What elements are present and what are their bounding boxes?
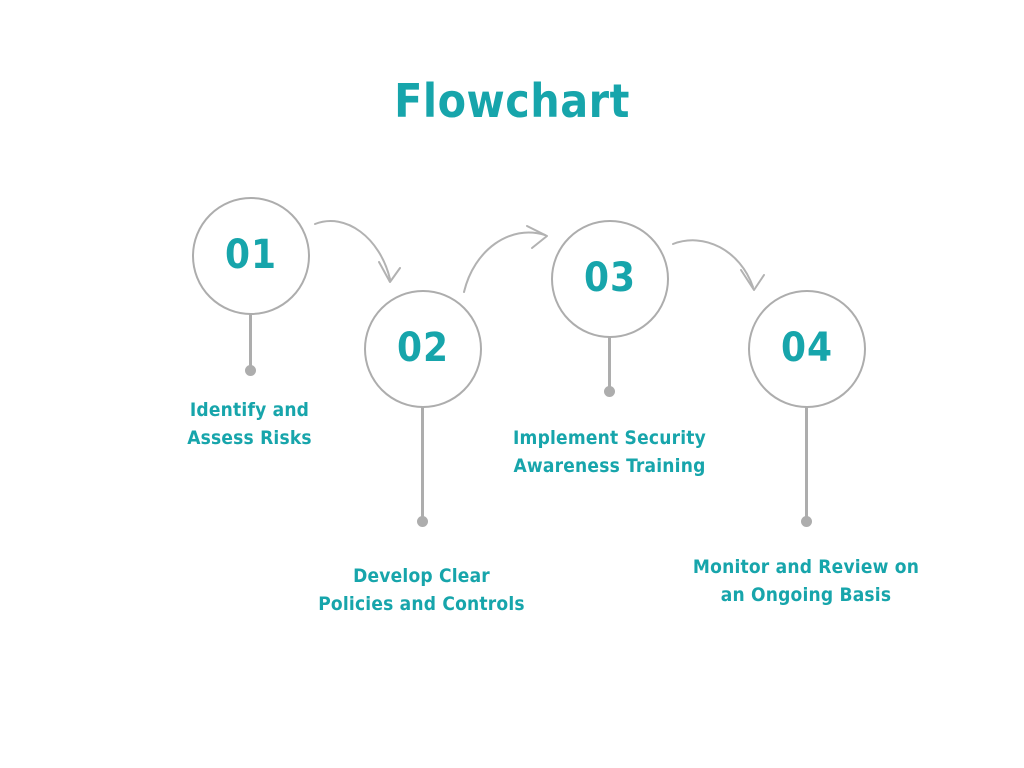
- page-title: Flowchart: [394, 74, 630, 128]
- stem-dot-03: [604, 386, 615, 397]
- arrow-02-to-03: [463, 225, 548, 293]
- node-number-01: 01: [224, 232, 278, 278]
- node-circle-04[interactable]: 04: [748, 290, 866, 408]
- node-circle-01[interactable]: 01: [192, 197, 310, 315]
- node-circle-03[interactable]: 03: [551, 220, 669, 338]
- stem-dot-02: [417, 516, 428, 527]
- node-number-04: 04: [780, 325, 834, 371]
- arrow-03-to-04: [672, 239, 765, 291]
- node-label-04-line1: Monitor and Review on: [692, 556, 920, 578]
- arrow-01-to-02: [314, 220, 401, 283]
- stem-02: [421, 404, 424, 523]
- node-label-03: Implement Security Awareness Training: [488, 425, 731, 480]
- node-label-02: Develop Clear Policies and Controls: [299, 563, 544, 618]
- node-number-02: 02: [396, 325, 450, 371]
- node-label-01: Identify and Assess Risks: [147, 397, 352, 452]
- node-label-03-line1: Implement Security: [513, 427, 706, 449]
- node-label-01-line1: Identify and: [189, 399, 310, 421]
- stem-dot-04: [801, 516, 812, 527]
- node-label-04-line2: an Ongoing Basis: [720, 583, 892, 606]
- node-label-02-line1: Develop Clear: [353, 565, 490, 587]
- node-circle-02[interactable]: 02: [364, 290, 482, 408]
- stem-01: [249, 312, 252, 370]
- node-label-02-line2: Policies and Controls: [318, 592, 525, 615]
- node-label-03-line2: Awareness Training: [513, 454, 706, 477]
- stem-03: [608, 334, 611, 392]
- node-label-04: Monitor and Review on an Ongoing Basis: [675, 554, 937, 609]
- stem-dot-01: [245, 365, 256, 376]
- stem-04: [805, 404, 808, 523]
- node-number-03: 03: [583, 255, 637, 301]
- node-label-01-line2: Assess Risks: [187, 426, 312, 449]
